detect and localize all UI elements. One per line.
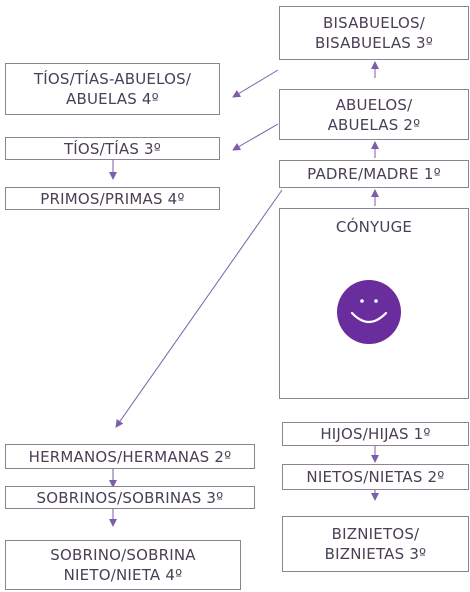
node-sobrino-nieto: SOBRINO/SOBRINA NIETO/NIETA 4º [5, 540, 241, 590]
arrow-bisabuelos-to-tios-abuelos [232, 69, 279, 98]
node-padre: PADRE/MADRE 1º [279, 160, 469, 188]
smiley-face-icon [337, 280, 401, 344]
node-abuelos: ABUELOS/ ABUELAS 2º [279, 89, 469, 140]
node-bisabuelos: BISABUELOS/ BISABUELAS 3º [279, 6, 469, 60]
arrow-abuelos-to-tios [232, 123, 279, 151]
node-primos: PRIMOS/PRIMAS 4º [5, 187, 220, 210]
node-nietos: NIETOS/NIETAS 2º [282, 464, 469, 490]
node-tios-abuelos: TÍOS/TÍAS-ABUELOS/ ABUELAS 4º [5, 63, 220, 115]
arrow-padre-to-hermanos [115, 189, 283, 428]
node-tios: TÍOS/TÍAS 3º [5, 137, 220, 160]
node-biznietos: BIZNIETOS/ BIZNIETAS 3º [282, 516, 469, 572]
node-hijos: HIJOS/HIJAS 1º [282, 422, 469, 446]
node-hermanos: HERMANOS/HERMANAS 2º [5, 444, 255, 469]
node-sobrinos: SOBRINOS/SOBRINAS 3º [5, 486, 255, 509]
